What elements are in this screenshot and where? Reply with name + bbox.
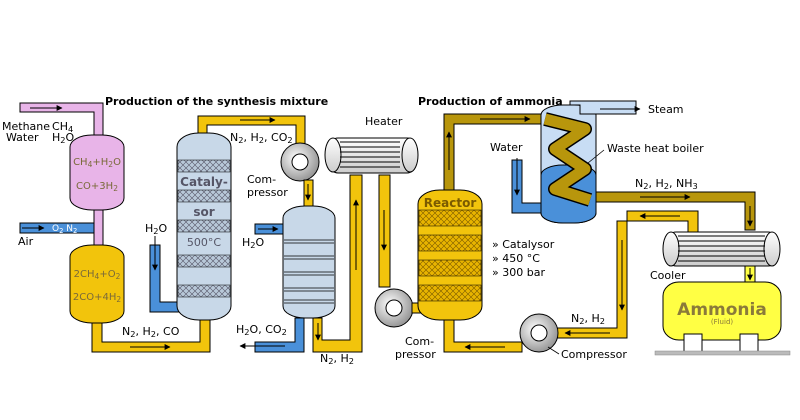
reformer-top-eq-2: CO+3H2 (76, 181, 118, 193)
water-right-label: Water (490, 141, 523, 154)
waste-heat-boiler-label: Waste heat boiler (607, 142, 704, 155)
n2h2co2-label: N2, H2, CO2 (230, 131, 293, 145)
n2h2nh3-label: N2, H2, NH3 (635, 177, 698, 191)
steam-label: Steam (648, 103, 684, 116)
catalysor-spec: » Catalysor (492, 238, 555, 251)
reformer-bot-eq-2: 2CO+4H2 (73, 292, 122, 304)
compressor1-label-1: Com- (247, 173, 276, 186)
synthesis-header: Production of the synthesis mixture (105, 95, 328, 108)
n2h2co-label: N2, H2, CO (122, 325, 180, 339)
cooler-label: Cooler (650, 269, 686, 282)
co2-outlet-pipe (254, 317, 305, 353)
compressor2-label-2: pressor (395, 348, 436, 361)
n2h2-right-label: N2, H2 (571, 312, 605, 326)
catalysor-label-2: sor (193, 205, 214, 219)
water-left-label: Water (6, 131, 39, 144)
compressor2-label-1: Com- (405, 335, 434, 348)
boiler-outlet-pipe (595, 191, 756, 231)
ammonia-tank (662, 281, 782, 341)
ammonia-header: Production of ammonia (418, 95, 563, 108)
catalysor-label-1: Cataly- (180, 175, 228, 189)
methane-label: Methane (2, 120, 50, 133)
air-label: Air (18, 235, 34, 248)
o2n2-label: O2 N2 (52, 224, 77, 235)
compressor3-label: Compressor (561, 348, 627, 361)
co2-scrubber (282, 205, 336, 319)
tank-base (654, 350, 791, 356)
pressure-spec: » 300 bar (492, 266, 545, 279)
catalysor-temp: 500°C (187, 236, 221, 249)
ch4-label: CH4 (52, 120, 73, 134)
heater-label: Heater (365, 115, 403, 128)
steam-pipe (569, 100, 637, 115)
reformer-top-eq-1: CH4+H2O (73, 157, 121, 169)
h2o-scrub-label: H2O (242, 236, 265, 250)
primary-reformer (69, 134, 125, 211)
secondary-reformer (69, 244, 125, 324)
compressor1-label-2: pressor (247, 186, 288, 199)
h2o-left-label: H2O (52, 131, 75, 145)
ammonia-label: Ammonia (677, 300, 767, 320)
reformer-bot-eq-1: 2CH4+O2 (74, 269, 121, 281)
n2h2-bottom-label: N2, H2 (320, 352, 354, 366)
boiler-water-pipe (511, 159, 542, 214)
h2o-cat-label: H2O (145, 222, 168, 236)
reactor-label: Reactor (424, 196, 477, 210)
temp-spec: » 450 °C (492, 252, 540, 265)
fluid-label: (Fluid) (711, 318, 734, 326)
h2o-co2-label: H2O, CO2 (236, 323, 287, 337)
